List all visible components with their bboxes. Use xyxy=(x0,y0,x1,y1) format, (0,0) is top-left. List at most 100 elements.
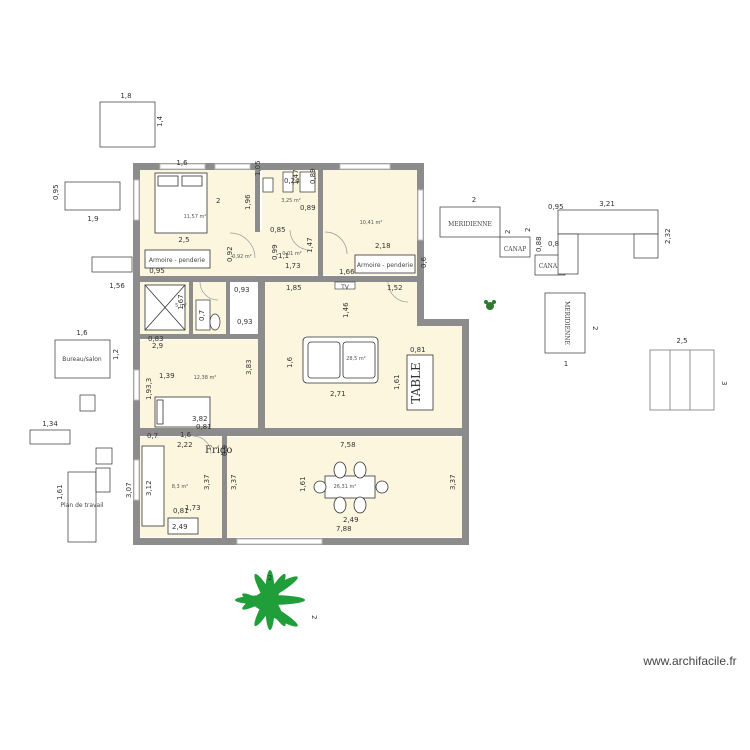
area-labels: 11,57 m² 3,25 m² 10,41 m² 0,92 m² 0,01 m… xyxy=(172,198,383,490)
dim: 1,6 xyxy=(176,159,188,167)
dim: 1,73 xyxy=(185,504,201,512)
dim: 2 xyxy=(524,228,532,232)
meridienne2-label: MERIDIENNE xyxy=(563,301,570,345)
wall-bed-bottom xyxy=(140,276,265,282)
dim: 1,61 xyxy=(393,374,401,390)
dim: 1,85 xyxy=(286,284,302,292)
dim: 0,85 xyxy=(270,226,286,234)
dim: 1,46 xyxy=(342,302,350,318)
dim: 2 xyxy=(591,326,599,330)
wardrobe2-label: Armoire - penderie xyxy=(357,262,414,269)
dim: 1,6 xyxy=(286,356,294,368)
dim: 2 xyxy=(504,230,512,234)
dim: 1,47 xyxy=(306,237,314,253)
bath-fixtures xyxy=(262,171,316,193)
dim: 1,93,3 xyxy=(145,378,153,400)
dim: 1,6 xyxy=(180,431,192,439)
dim: 3,37 xyxy=(449,474,457,490)
door-swings xyxy=(192,229,409,455)
door-shower xyxy=(199,281,219,301)
dim: 1,61 xyxy=(299,476,307,492)
external-sofa-2: 1,56 xyxy=(91,256,133,290)
external-corner-sofa xyxy=(557,209,659,275)
door-bedroom xyxy=(229,232,256,259)
living-area: 28,5 m² xyxy=(346,356,366,362)
dim: 3,37 xyxy=(230,474,238,490)
dim: 2 xyxy=(310,615,318,619)
table-living: TABLE xyxy=(406,354,434,411)
tv-label: TV xyxy=(340,284,350,291)
wall-hall-living xyxy=(258,276,422,282)
dim: 0,83 xyxy=(148,335,164,343)
canap1-label: CANAP xyxy=(504,246,527,253)
external-canap: CANAP CANAP xyxy=(499,236,566,276)
door-bedroom2 xyxy=(324,231,348,255)
wall-middle-horizontal xyxy=(133,428,469,436)
dim: 0,93 xyxy=(234,286,250,294)
dim: 2,5 xyxy=(178,236,189,244)
dim: 2,71 xyxy=(330,390,346,398)
dim: 1,96 xyxy=(244,194,252,210)
hallway-floor xyxy=(255,230,325,275)
bureau1-label: Bureau/salon xyxy=(62,356,102,363)
bath-sink-2 xyxy=(299,171,316,193)
small-plant-icon xyxy=(484,300,496,310)
dim: 1,56 xyxy=(109,282,125,290)
window-left-2 xyxy=(133,369,140,401)
external-chairs: 2,5 3 xyxy=(649,337,728,411)
wall-wc-right xyxy=(226,282,230,337)
dim: 1 xyxy=(564,360,568,368)
dim: 0,89 xyxy=(300,204,316,212)
dim: 1,2 xyxy=(112,349,120,360)
bath-shower xyxy=(282,171,294,193)
wall-kitchen-dining xyxy=(222,436,227,538)
dim: 2 xyxy=(472,196,476,204)
dim: 1,73 xyxy=(285,262,301,270)
dim: 1,6 xyxy=(76,329,88,337)
canap2-label: CANAP xyxy=(539,263,562,270)
dim: 1,8 xyxy=(120,92,131,100)
hall-area-b: 0,01 m² xyxy=(282,251,302,257)
hall-area-a: 0,92 m² xyxy=(232,254,252,260)
dim: 2 xyxy=(268,574,272,582)
dimension-labels: 1,6 2 2,5 0,95 0,92 1,96 0,85 0,99 1,1 1… xyxy=(125,159,457,533)
windows xyxy=(133,163,424,545)
dim: 0,7 xyxy=(147,432,158,440)
external-box xyxy=(79,394,96,412)
dim: 1,4 xyxy=(156,115,164,127)
dim: 0,89 xyxy=(309,168,317,184)
dim: 0,8 xyxy=(548,240,559,248)
dim: 3,37 xyxy=(203,474,211,490)
dining-table xyxy=(313,461,389,514)
external-desk: Bureau/salon 1,6 1,2 xyxy=(54,329,120,379)
table-label: TABLE xyxy=(409,362,423,404)
bath-area: 3,25 m² xyxy=(281,198,301,204)
dim: 0,95 xyxy=(52,184,60,200)
dim: 0,81 xyxy=(173,507,189,515)
external-worktop: Plan de travail 1,61 xyxy=(56,447,113,543)
bath-sink-1 xyxy=(262,177,274,193)
dim: 0,88 xyxy=(535,236,543,252)
shower-fixture xyxy=(144,284,186,331)
external-bench: 1,34 xyxy=(29,420,71,445)
window-top-2 xyxy=(214,163,251,170)
dim: 1,34 xyxy=(42,420,58,428)
fridge-label: Frigo xyxy=(205,445,232,456)
dim: 7,58 xyxy=(340,441,356,449)
dim: 3,12 xyxy=(145,480,153,496)
wall-bed-bath xyxy=(255,170,260,232)
dim: 0,81 xyxy=(196,423,212,431)
meridienne1-label: MERIDIENNE xyxy=(448,221,492,228)
shower-area: 5 m² xyxy=(175,303,187,309)
dim: 0,9 xyxy=(221,445,229,456)
window-left-3 xyxy=(133,459,140,501)
wardrobe1-label: Armoire - penderie xyxy=(149,257,206,264)
wall-mid-vert xyxy=(258,276,265,433)
wall-right-upper xyxy=(417,163,424,326)
dim: 0,93 xyxy=(237,318,253,326)
dim: 1,67 xyxy=(177,294,185,310)
dim: 2,22 xyxy=(177,441,193,449)
dim: 1,1 xyxy=(278,252,289,260)
dim: 1,05 xyxy=(254,160,262,176)
